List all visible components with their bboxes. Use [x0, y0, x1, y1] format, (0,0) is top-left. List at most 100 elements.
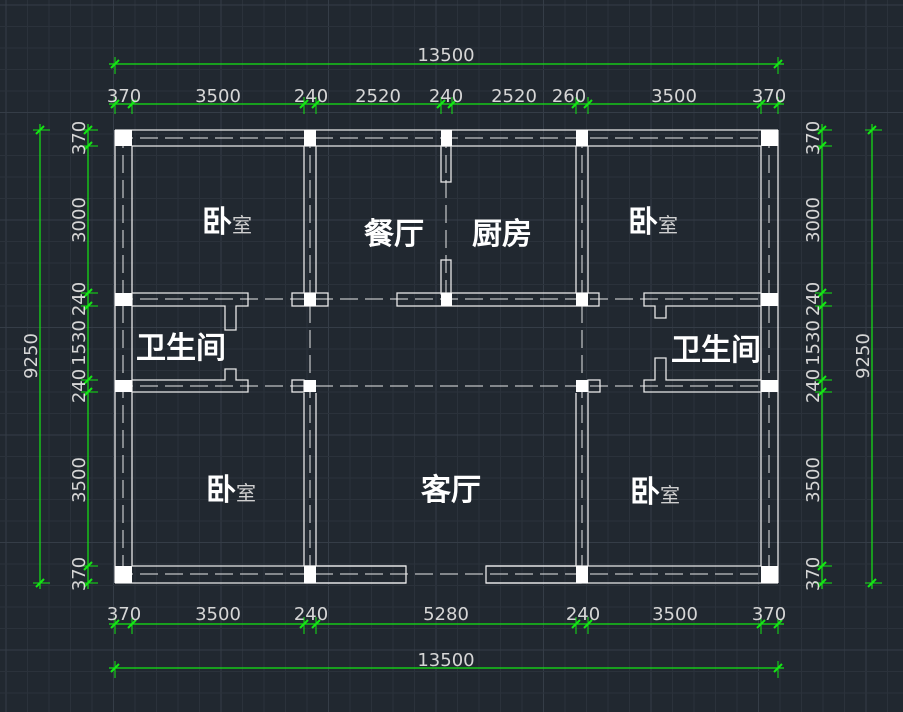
dim-top-seg: 2520	[355, 86, 401, 107]
dim-right-seg: 240	[803, 282, 824, 316]
dim-tick	[756, 619, 766, 629]
dim-right-seg: 240	[803, 369, 824, 403]
dim-tick	[773, 99, 783, 109]
column	[115, 293, 132, 306]
column	[115, 380, 132, 392]
column	[761, 566, 778, 583]
bath-e-bottom	[643, 357, 761, 393]
dim-left-seg: 3500	[69, 457, 90, 503]
dim-bottom-seg: 240	[566, 604, 600, 625]
dim-bottom-seg: 370	[752, 604, 786, 625]
dim-tick	[817, 125, 827, 135]
dim-tick	[110, 59, 120, 69]
columns	[115, 130, 778, 583]
room-label-small: 室	[658, 213, 678, 237]
dim-top-seg: 3500	[195, 86, 241, 107]
column	[576, 130, 588, 146]
column	[576, 566, 588, 583]
dim-tick	[35, 578, 45, 588]
dim-tick	[83, 561, 93, 571]
dim-tick	[299, 619, 309, 629]
dim-bottom-seg: 3500	[652, 604, 698, 625]
dim-tick	[83, 125, 93, 135]
dim-left-seg: 370	[69, 121, 90, 155]
column	[441, 293, 452, 306]
dim-bottom-seg: 3500	[195, 604, 241, 625]
dim-right-total: 9250	[853, 333, 874, 379]
dim-left-seg: 240	[69, 369, 90, 403]
dim-tick	[83, 387, 93, 397]
dim-tick	[110, 99, 120, 109]
room-label-living: 客厅	[421, 473, 481, 508]
dim-tick	[773, 663, 783, 673]
column	[115, 130, 132, 146]
dim-top-seg: 3500	[651, 86, 697, 107]
dim-tick	[127, 619, 137, 629]
column	[576, 293, 588, 306]
dim-tick	[583, 619, 593, 629]
room-label-bedroom-ne: 卧室	[628, 205, 678, 240]
dim-right-seg: 370	[803, 121, 824, 155]
dim-top-seg: 370	[752, 86, 786, 107]
dim-tick	[817, 561, 827, 571]
room-label-bath-west: 卫生间	[136, 331, 226, 366]
dim-tick	[436, 99, 446, 109]
dim-right-seg: 370	[803, 557, 824, 591]
dimension-lines	[33, 57, 882, 678]
room-label-small: 室	[660, 483, 680, 507]
dim-tick	[817, 288, 827, 298]
column	[441, 130, 452, 146]
room-label-bath-east: 卫生间	[671, 333, 761, 368]
room-label-main: 卧	[202, 205, 232, 240]
column	[761, 380, 778, 392]
dim-top-seg: 240	[429, 86, 463, 107]
dim-left-seg: 3000	[69, 197, 90, 243]
dim-tick	[867, 125, 877, 135]
bath-w-top	[132, 292, 249, 331]
bath-e-top	[643, 292, 761, 319]
dim-tick	[817, 375, 827, 385]
dim-tick	[35, 125, 45, 135]
room-label-bedroom-se: 卧室	[630, 475, 680, 510]
dim-tick	[773, 619, 783, 629]
dim-tick	[773, 59, 783, 69]
column	[761, 130, 778, 146]
dim-tick	[583, 99, 593, 109]
dim-tick	[571, 99, 581, 109]
dim-tick	[867, 578, 877, 588]
dim-top-total: 13500	[417, 45, 474, 66]
dim-bottom-seg: 5280	[423, 604, 469, 625]
dim-tick	[83, 301, 93, 311]
room-label-small: 室	[232, 213, 252, 237]
dim-top-seg: 370	[107, 86, 141, 107]
dim-tick	[817, 387, 827, 397]
room-label-bedroom-sw: 卧室	[206, 473, 256, 508]
room-label-small: 室	[236, 481, 256, 505]
dim-right-seg: 3000	[803, 197, 824, 243]
room-labels: 卧室 餐厅 厨房 卧室 卫生间 卫生间 卧室 客厅 卧室	[136, 205, 761, 510]
column	[304, 566, 316, 583]
dim-tick	[311, 99, 321, 109]
dim-tick	[83, 141, 93, 151]
dim-right-seg: 3500	[803, 457, 824, 503]
dim-tick	[299, 99, 309, 109]
dim-tick	[571, 619, 581, 629]
dim-bottom-seg: 370	[107, 604, 141, 625]
bath-w-bottom	[132, 368, 249, 393]
dim-tick	[83, 288, 93, 298]
dim-tick	[817, 578, 827, 588]
room-label-kitchen: 厨房	[472, 217, 532, 252]
dimension-texts: 13500 13500 370 3500 240 2520 240 2520 2…	[21, 45, 874, 671]
column	[304, 380, 316, 392]
dim-tick	[110, 619, 120, 629]
room-label-main: 卧	[628, 205, 658, 240]
dim-tick	[311, 619, 321, 629]
room-label-bedroom-nw: 卧室	[202, 205, 252, 240]
column	[115, 566, 132, 583]
dim-tick	[817, 141, 827, 151]
dim-tick	[817, 301, 827, 311]
room-label-main: 卧	[630, 475, 660, 510]
room-label-main: 卧	[206, 473, 236, 508]
dim-tick	[447, 99, 457, 109]
